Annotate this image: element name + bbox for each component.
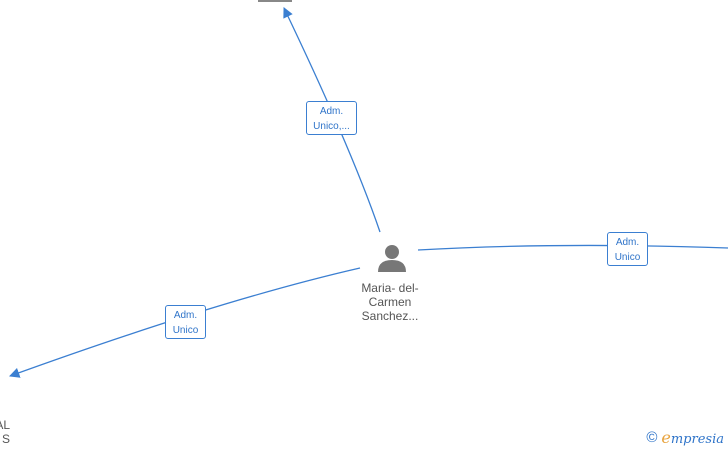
edge-label-top[interactable]: Adm. Unico,... bbox=[306, 101, 357, 135]
person-icon[interactable] bbox=[378, 245, 406, 272]
top-node-stub[interactable] bbox=[258, 0, 292, 2]
edge-to-top-node bbox=[283, 7, 381, 233]
edge-label-right[interactable]: Adm. Unico bbox=[607, 232, 648, 266]
brand-initial: e bbox=[661, 428, 671, 447]
node-label-line: Sanchez... bbox=[361, 309, 419, 323]
edge-to-right-node bbox=[417, 244, 728, 251]
node-label-line: S bbox=[1, 432, 10, 446]
empresia-watermark: © empresia bbox=[646, 428, 724, 447]
node-label-line: AL bbox=[0, 418, 10, 432]
edge-label-line: Adm. bbox=[319, 106, 344, 117]
brand-rest: mpresia bbox=[670, 432, 724, 447]
node-label-line: Maria- del- bbox=[361, 281, 419, 295]
edge-label-left[interactable]: Adm. Unico bbox=[165, 305, 206, 339]
brand-logo: empresia bbox=[661, 428, 724, 447]
edge-label-line: Unico,... bbox=[313, 121, 350, 132]
edge-label-line: Adm. bbox=[173, 310, 198, 321]
center-node-label[interactable]: Maria- del- Carmen Sanchez... bbox=[350, 281, 430, 323]
copyright-icon: © bbox=[646, 429, 658, 446]
edge-label-line: Unico bbox=[172, 325, 199, 336]
node-label-line: Carmen bbox=[368, 295, 412, 309]
partial-node-label[interactable]: AL S bbox=[0, 418, 10, 446]
edge-label-line: Adm. bbox=[615, 237, 640, 248]
edge-label-line: Unico bbox=[614, 252, 641, 263]
